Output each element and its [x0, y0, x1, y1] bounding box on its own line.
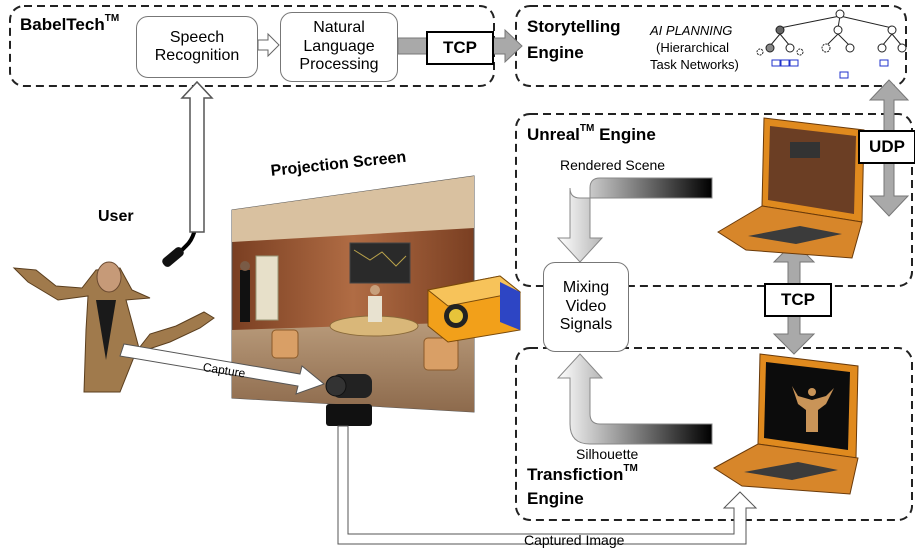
unreal-box [515, 113, 913, 287]
mixing-video-signals-box: Mixing Video Signals [543, 262, 629, 352]
silhouette-arrow [556, 353, 713, 445]
microphone-arrow [180, 80, 214, 233]
rendered-scene-arrow [556, 177, 713, 263]
captured-image-label: Captured Image [524, 532, 625, 548]
user-label: User [98, 208, 134, 225]
silhouette-label: Silhouette [576, 446, 639, 462]
storytelling-title-line2: Engine [527, 43, 584, 62]
unreal-title: UnrealTM Engine [527, 123, 656, 144]
tcp-top-label: TCP [426, 31, 494, 65]
nlp-box: Natural Language Processing [280, 12, 398, 82]
projector-icon [426, 275, 522, 343]
task-network-tree-icon [756, 9, 907, 79]
htn-label-line1: (Hierarchical [656, 40, 729, 55]
capture-arrow [119, 343, 326, 395]
udp-label: UDP [858, 130, 915, 164]
speech-recognition-box: Speech Recognition [136, 16, 258, 78]
transfiction-box [515, 347, 913, 521]
camera-icon [325, 374, 372, 426]
unreal-laptop-icon [717, 117, 865, 259]
babeltech-title: BabelTechTM [20, 13, 120, 34]
transfiction-trademark: TM [623, 463, 638, 474]
babeltech-trademark: TM [104, 13, 120, 24]
htn-label-line2: Task Networks) [650, 57, 739, 72]
transfiction-laptop-icon [713, 353, 859, 495]
user-figure [12, 261, 215, 393]
unreal-trademark: TM [579, 123, 595, 134]
transfiction-title: TransfictionTM [527, 463, 638, 484]
rendered-scene-label: Rendered Scene [560, 157, 666, 173]
babeltech-box [9, 5, 495, 87]
captured-image-arrow [337, 425, 758, 545]
microphone-icon [162, 247, 184, 267]
transfiction-title-line2: Engine [527, 489, 584, 508]
storytelling-title-line1: Storytelling [527, 17, 621, 36]
ai-planning-label: AI PLANNING [650, 23, 733, 38]
speech-to-nlp-arrow [257, 32, 280, 58]
tcp-mid-label: TCP [764, 283, 832, 317]
projection-screen [231, 175, 475, 413]
